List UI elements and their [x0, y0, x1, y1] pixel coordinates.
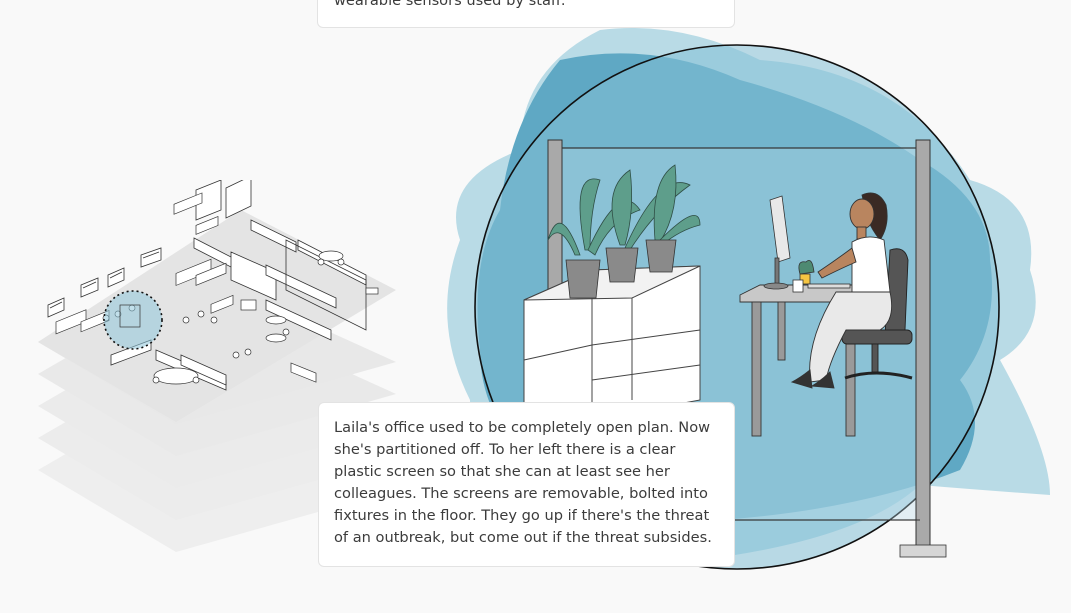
office-walls: [110, 180, 367, 391]
caption-main-text: Laila's office used to be completely ope…: [334, 419, 712, 546]
potted-plants: [547, 164, 701, 299]
caption-top-text: wearable sensors used by staff.: [334, 0, 566, 9]
isometric-office-floor-plan: [38, 180, 396, 552]
caption-card-main: Laila's office used to be completely ope…: [318, 402, 735, 567]
laila-figure: [790, 192, 893, 389]
computer-monitor: [763, 195, 791, 290]
office-furniture: [55, 192, 379, 385]
wall-panels: [47, 247, 162, 318]
caption-card-top: wearable sensors used by staff.: [317, 0, 735, 28]
storage-shelving-unit: [523, 265, 701, 431]
laila-office-highlight: [103, 290, 163, 350]
desk-items: [792, 259, 851, 293]
